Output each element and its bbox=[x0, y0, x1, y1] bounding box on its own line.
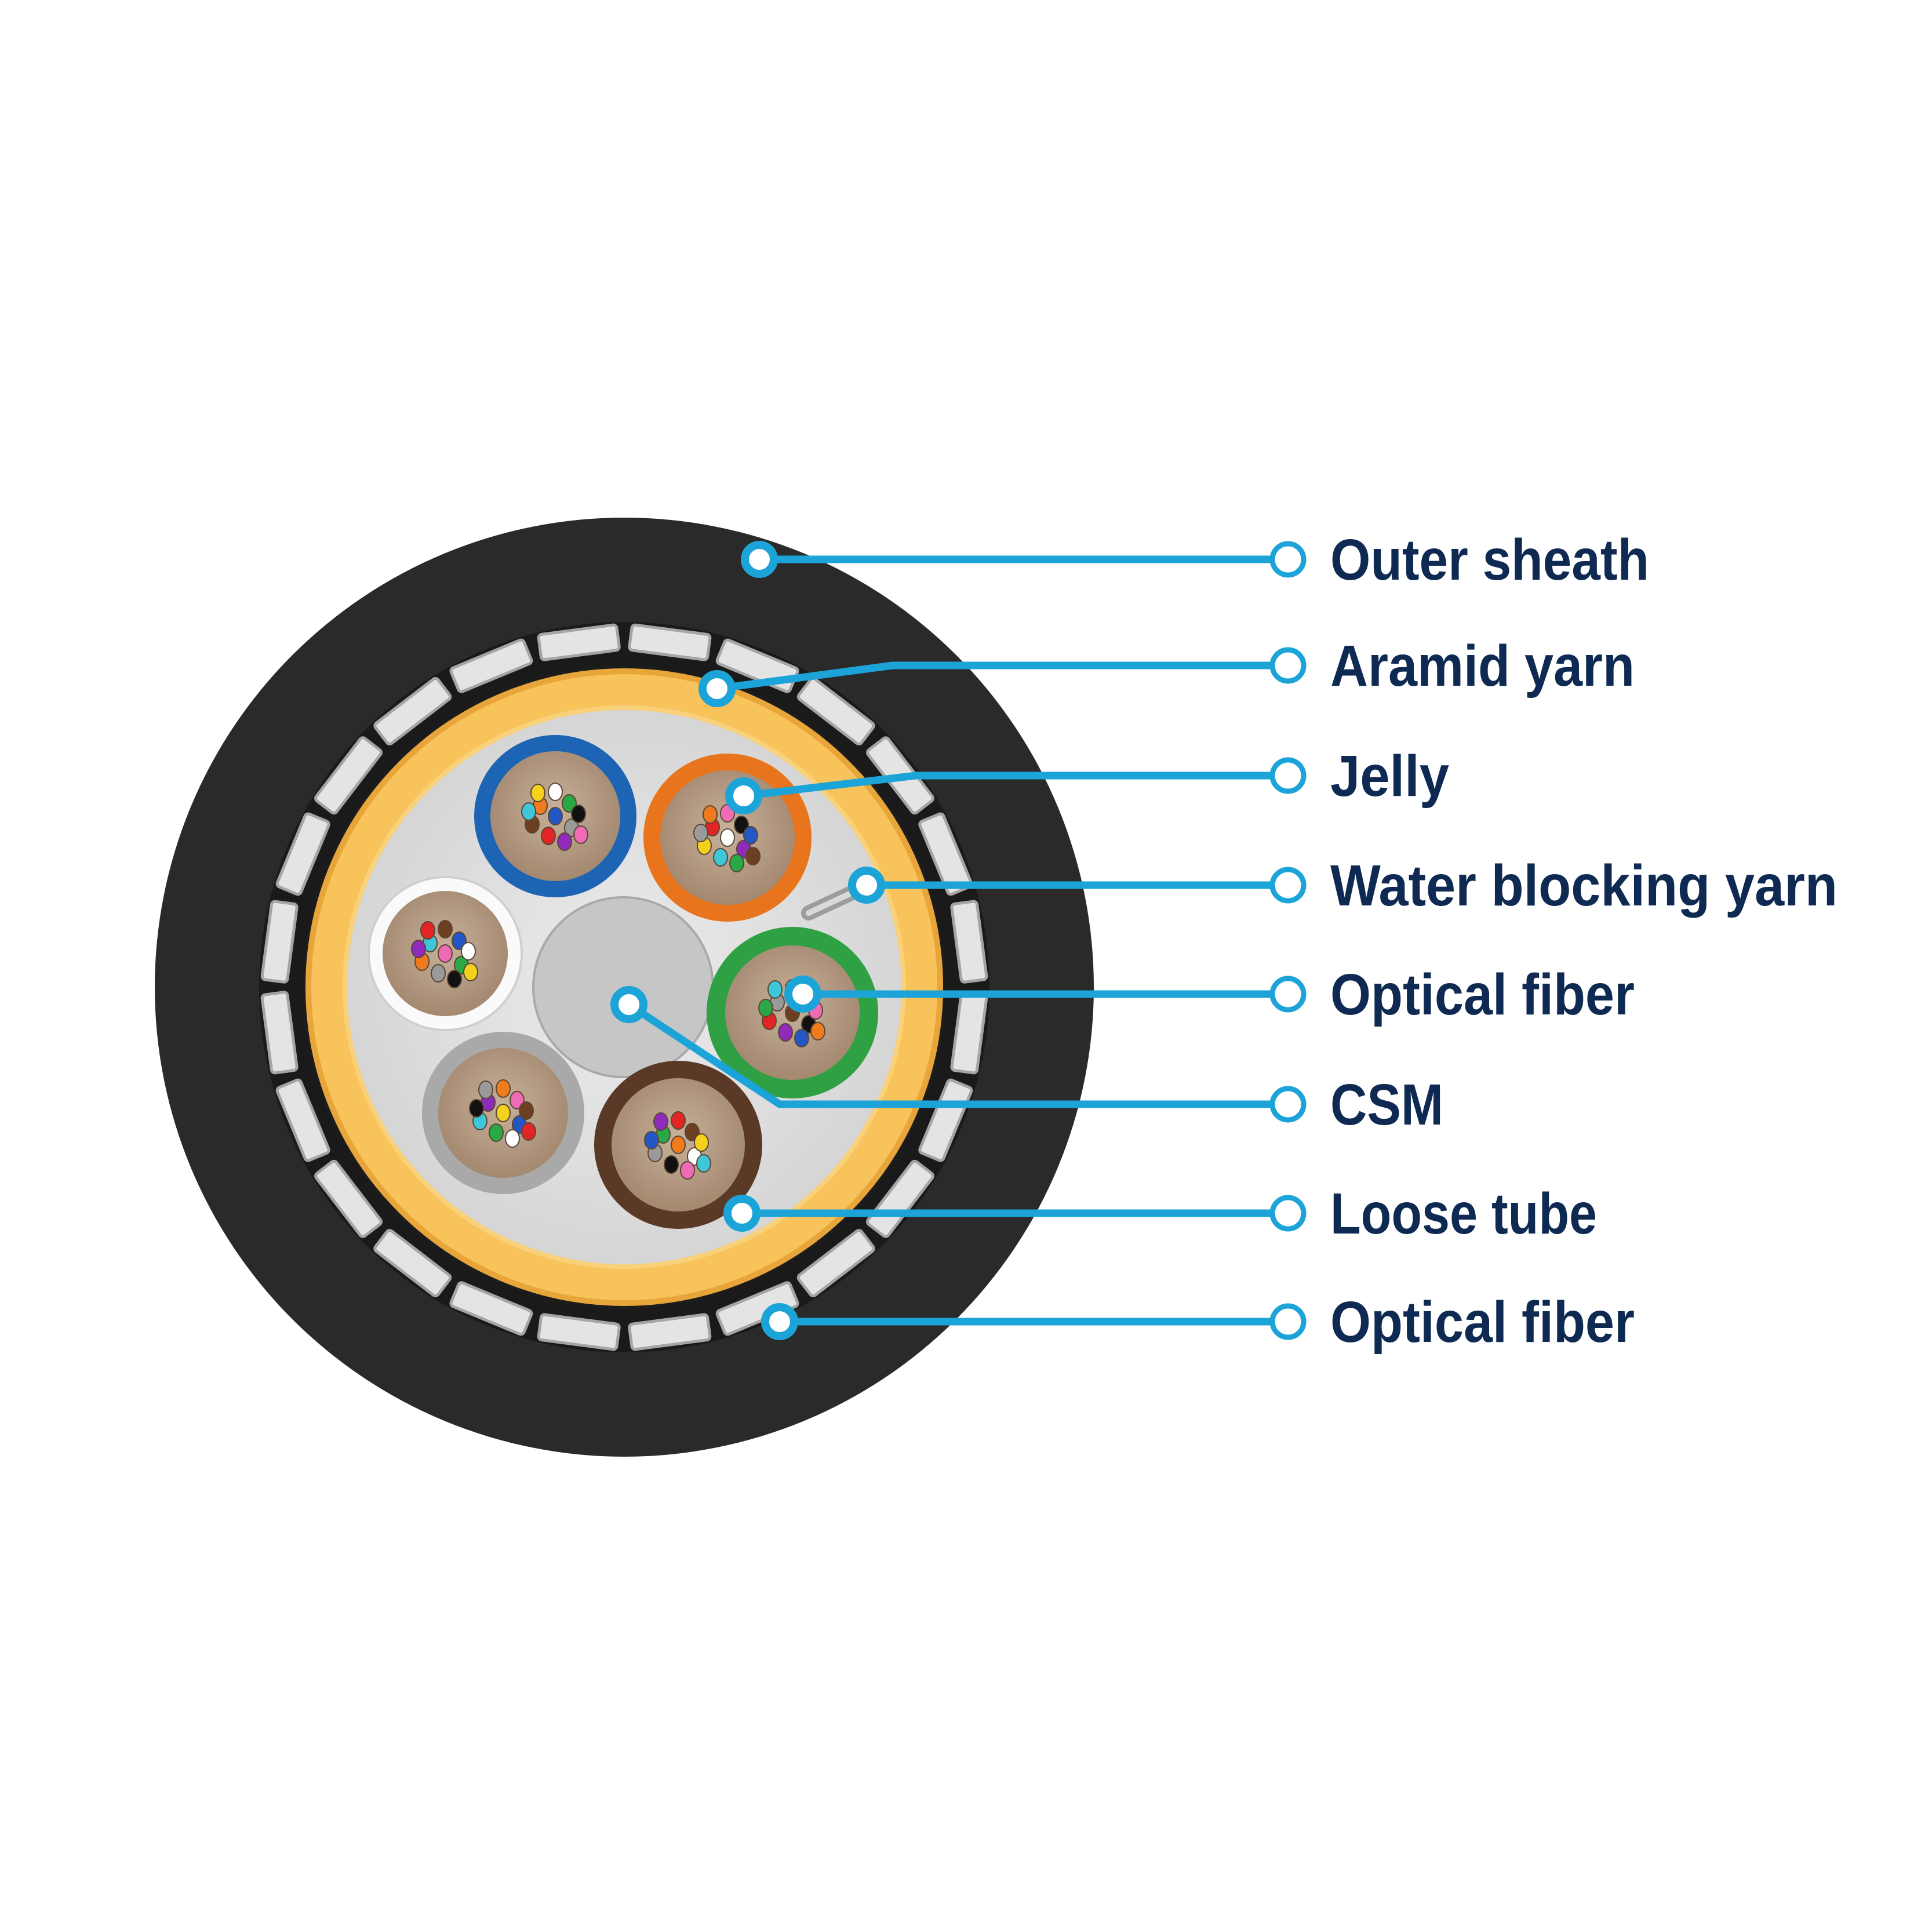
optical-fiber bbox=[729, 854, 744, 872]
optical-fiber bbox=[720, 828, 735, 847]
optical-fiber bbox=[664, 1155, 679, 1174]
armor-segment bbox=[275, 1078, 330, 1162]
armor-segment bbox=[449, 638, 533, 693]
optical-fiber bbox=[469, 1099, 484, 1118]
label-optical-fiber-2: Optical fiber bbox=[1330, 1290, 1635, 1355]
optical-fiber bbox=[452, 932, 467, 950]
aramid-yarn-inner-edge bbox=[343, 705, 906, 1269]
optical-fiber bbox=[496, 1104, 511, 1122]
optical-fiber bbox=[530, 784, 545, 802]
leader-end-dots bbox=[1269, 541, 1307, 1340]
optical-fiber bbox=[548, 783, 563, 801]
leader-csm bbox=[627, 1001, 1287, 1108]
optical-fiber bbox=[438, 944, 453, 963]
dot-water-blocking-yarn bbox=[848, 867, 885, 904]
labels: Outer sheath Aramid yarn Jelly Water blo… bbox=[1330, 527, 1838, 1355]
optical-fiber bbox=[778, 1023, 793, 1042]
optical-fiber bbox=[521, 1122, 536, 1141]
optical-fiber bbox=[541, 827, 556, 845]
dot-optical-fiber bbox=[784, 976, 821, 1013]
leader-jelly bbox=[743, 772, 1287, 800]
water-blocking-yarn bbox=[801, 885, 860, 920]
optical-fiber bbox=[521, 802, 536, 821]
armor-segment bbox=[373, 1229, 452, 1297]
optical-fiber bbox=[519, 1101, 534, 1120]
armor-segment bbox=[537, 623, 621, 661]
label-water-blocking-yarn: Water blocking yarn bbox=[1330, 853, 1838, 918]
dot-jelly bbox=[725, 777, 762, 814]
optical-fiber bbox=[447, 970, 462, 988]
optical-fiber bbox=[420, 921, 435, 940]
armor-segment bbox=[373, 677, 452, 745]
leader-aramid-yarn bbox=[716, 661, 1287, 693]
label-optical-fiber: Optical fiber bbox=[1330, 962, 1635, 1027]
optical-fiber bbox=[461, 942, 476, 960]
armor-segment bbox=[918, 812, 973, 896]
armor-segment bbox=[449, 1281, 533, 1336]
dot-csm bbox=[610, 986, 647, 1023]
armor-segment bbox=[275, 812, 330, 896]
optical-fiber bbox=[671, 1111, 686, 1130]
optical-fiber bbox=[794, 1029, 809, 1047]
optical-fiber bbox=[438, 920, 453, 938]
optical-fiber bbox=[810, 1022, 825, 1040]
armor-segment bbox=[314, 736, 383, 815]
armor-segment bbox=[796, 677, 875, 745]
optical-fiber bbox=[562, 794, 577, 813]
dot-outer-sheath bbox=[741, 541, 778, 578]
label-loose-tube: Loose tube bbox=[1330, 1181, 1597, 1246]
optical-fiber bbox=[489, 1123, 504, 1142]
optical-fibers bbox=[411, 783, 825, 1180]
optical-fiber bbox=[745, 847, 761, 865]
optical-fiber bbox=[557, 832, 572, 851]
dot-optical-fiber-2 bbox=[761, 1303, 798, 1340]
leader-lines bbox=[627, 555, 1287, 1326]
optical-fiber bbox=[703, 805, 718, 824]
optical-fiber bbox=[734, 816, 749, 834]
armor-segment bbox=[260, 900, 299, 984]
optical-fiber bbox=[767, 980, 783, 999]
optical-fiber bbox=[496, 1079, 511, 1098]
optical-fiber bbox=[571, 805, 586, 823]
label-aramid-yarn: Aramid yarn bbox=[1330, 634, 1635, 698]
optical-fiber bbox=[463, 963, 478, 981]
optical-fiber bbox=[693, 824, 708, 842]
optical-fiber bbox=[685, 1123, 700, 1141]
optical-fiber bbox=[411, 940, 426, 958]
armor-segment bbox=[628, 623, 712, 661]
optical-fiber bbox=[694, 1133, 709, 1152]
optical-fiber bbox=[671, 1136, 686, 1154]
armor-segment bbox=[537, 1313, 621, 1351]
optical-fiber bbox=[653, 1112, 668, 1131]
optical-fiber bbox=[548, 807, 563, 825]
optical-fiber bbox=[680, 1161, 695, 1180]
optical-fiber bbox=[758, 999, 773, 1017]
optical-fiber bbox=[478, 1080, 493, 1099]
optical-fiber bbox=[696, 1154, 711, 1173]
label-outer-sheath: Outer sheath bbox=[1330, 527, 1649, 592]
leader-start-dots bbox=[610, 541, 885, 1340]
armor-segment bbox=[950, 900, 988, 984]
optical-fiber bbox=[505, 1129, 520, 1148]
optical-fiber bbox=[510, 1091, 525, 1109]
armor-segment bbox=[796, 1229, 875, 1297]
armor-segment bbox=[260, 991, 299, 1075]
optical-fiber bbox=[644, 1131, 659, 1149]
armor-segment bbox=[918, 1078, 973, 1162]
optical-fiber bbox=[573, 825, 588, 844]
armor-segment bbox=[866, 1159, 934, 1238]
optical-fiber bbox=[713, 848, 728, 867]
armor-segment bbox=[314, 1159, 383, 1238]
dot-aramid-yarn bbox=[698, 670, 736, 707]
armor-segment bbox=[628, 1313, 712, 1351]
label-jelly: Jelly bbox=[1330, 744, 1449, 809]
optical-fiber bbox=[431, 964, 446, 983]
label-csm: CSM bbox=[1330, 1072, 1443, 1137]
optical-fiber bbox=[743, 826, 758, 845]
dot-loose-tube bbox=[723, 1195, 761, 1232]
